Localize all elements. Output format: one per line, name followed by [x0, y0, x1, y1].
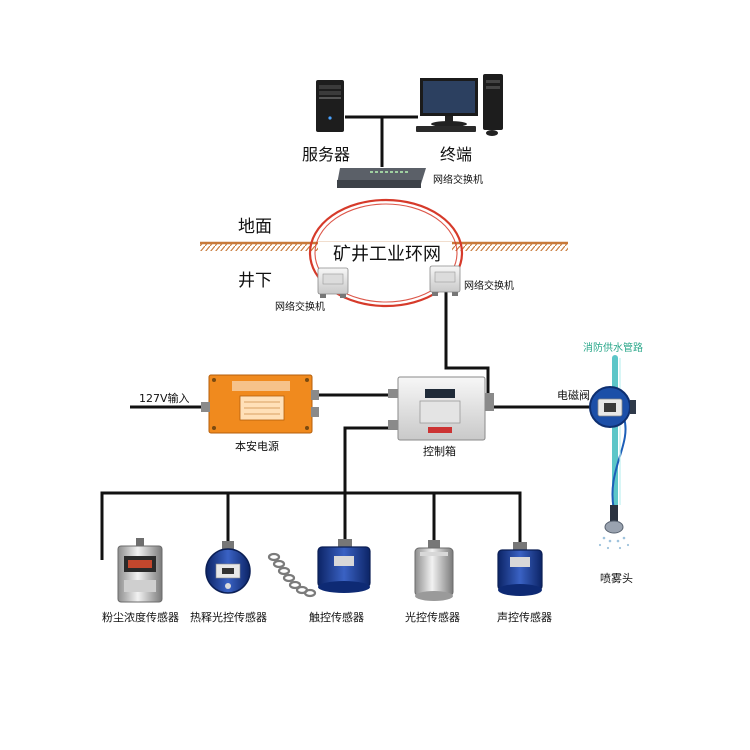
network-switch-right-icon: [429, 265, 461, 296]
light-sensor-label: 光控传感器: [405, 610, 460, 624]
touch-sensor-icon: [267, 539, 371, 598]
sound-sensor-icon: [497, 542, 543, 596]
terminal-label: 终端: [440, 145, 472, 164]
ground-label: 地面: [238, 217, 272, 237]
control-box-icon: [388, 376, 494, 441]
server-label: 服务器: [302, 145, 350, 164]
light-sensor-icon: [414, 540, 454, 601]
input-127v-label: 127V输入: [139, 391, 190, 405]
network-wiring: [100, 115, 590, 560]
underground-label: 井下: [238, 271, 272, 291]
server-tower-icon: [316, 80, 344, 132]
switch-left-label: 网络交换机: [275, 300, 325, 313]
touch-sensor-label: 触控传感器: [309, 610, 364, 624]
ring-network: [308, 198, 464, 308]
solenoid-valve-label: 电磁阀: [557, 388, 590, 402]
pyroelectric-sensor-icon: [205, 541, 251, 594]
network-switch-icon: [337, 168, 426, 188]
dust-sensor-icon: [117, 538, 163, 603]
dust-sensor-label: 粉尘浓度传感器: [102, 610, 179, 624]
power-supply-label: 本安电源: [235, 439, 279, 453]
pyro-sensor-label: 热释光控传感器: [190, 610, 267, 624]
solenoid-valve-icon: [589, 386, 636, 428]
network-switch-left-icon: [317, 267, 349, 298]
ring-network-label: 矿井工业环网: [333, 244, 441, 265]
switch-right-label: 网络交换机: [464, 279, 514, 292]
fire-water-pipe: [611, 355, 627, 511]
desktop-computer-icon: [416, 74, 503, 136]
switch-top-label: 网络交换机: [433, 173, 483, 186]
spray-head-label: 喷雾头: [600, 572, 633, 585]
control-box-label: 控制箱: [423, 444, 456, 458]
spray-nozzle-icon: [598, 505, 630, 550]
sound-sensor-label: 声控传感器: [497, 610, 552, 624]
power-supply-box-icon: [201, 374, 319, 434]
fire-pipe-label: 消防供水管路: [583, 341, 643, 354]
